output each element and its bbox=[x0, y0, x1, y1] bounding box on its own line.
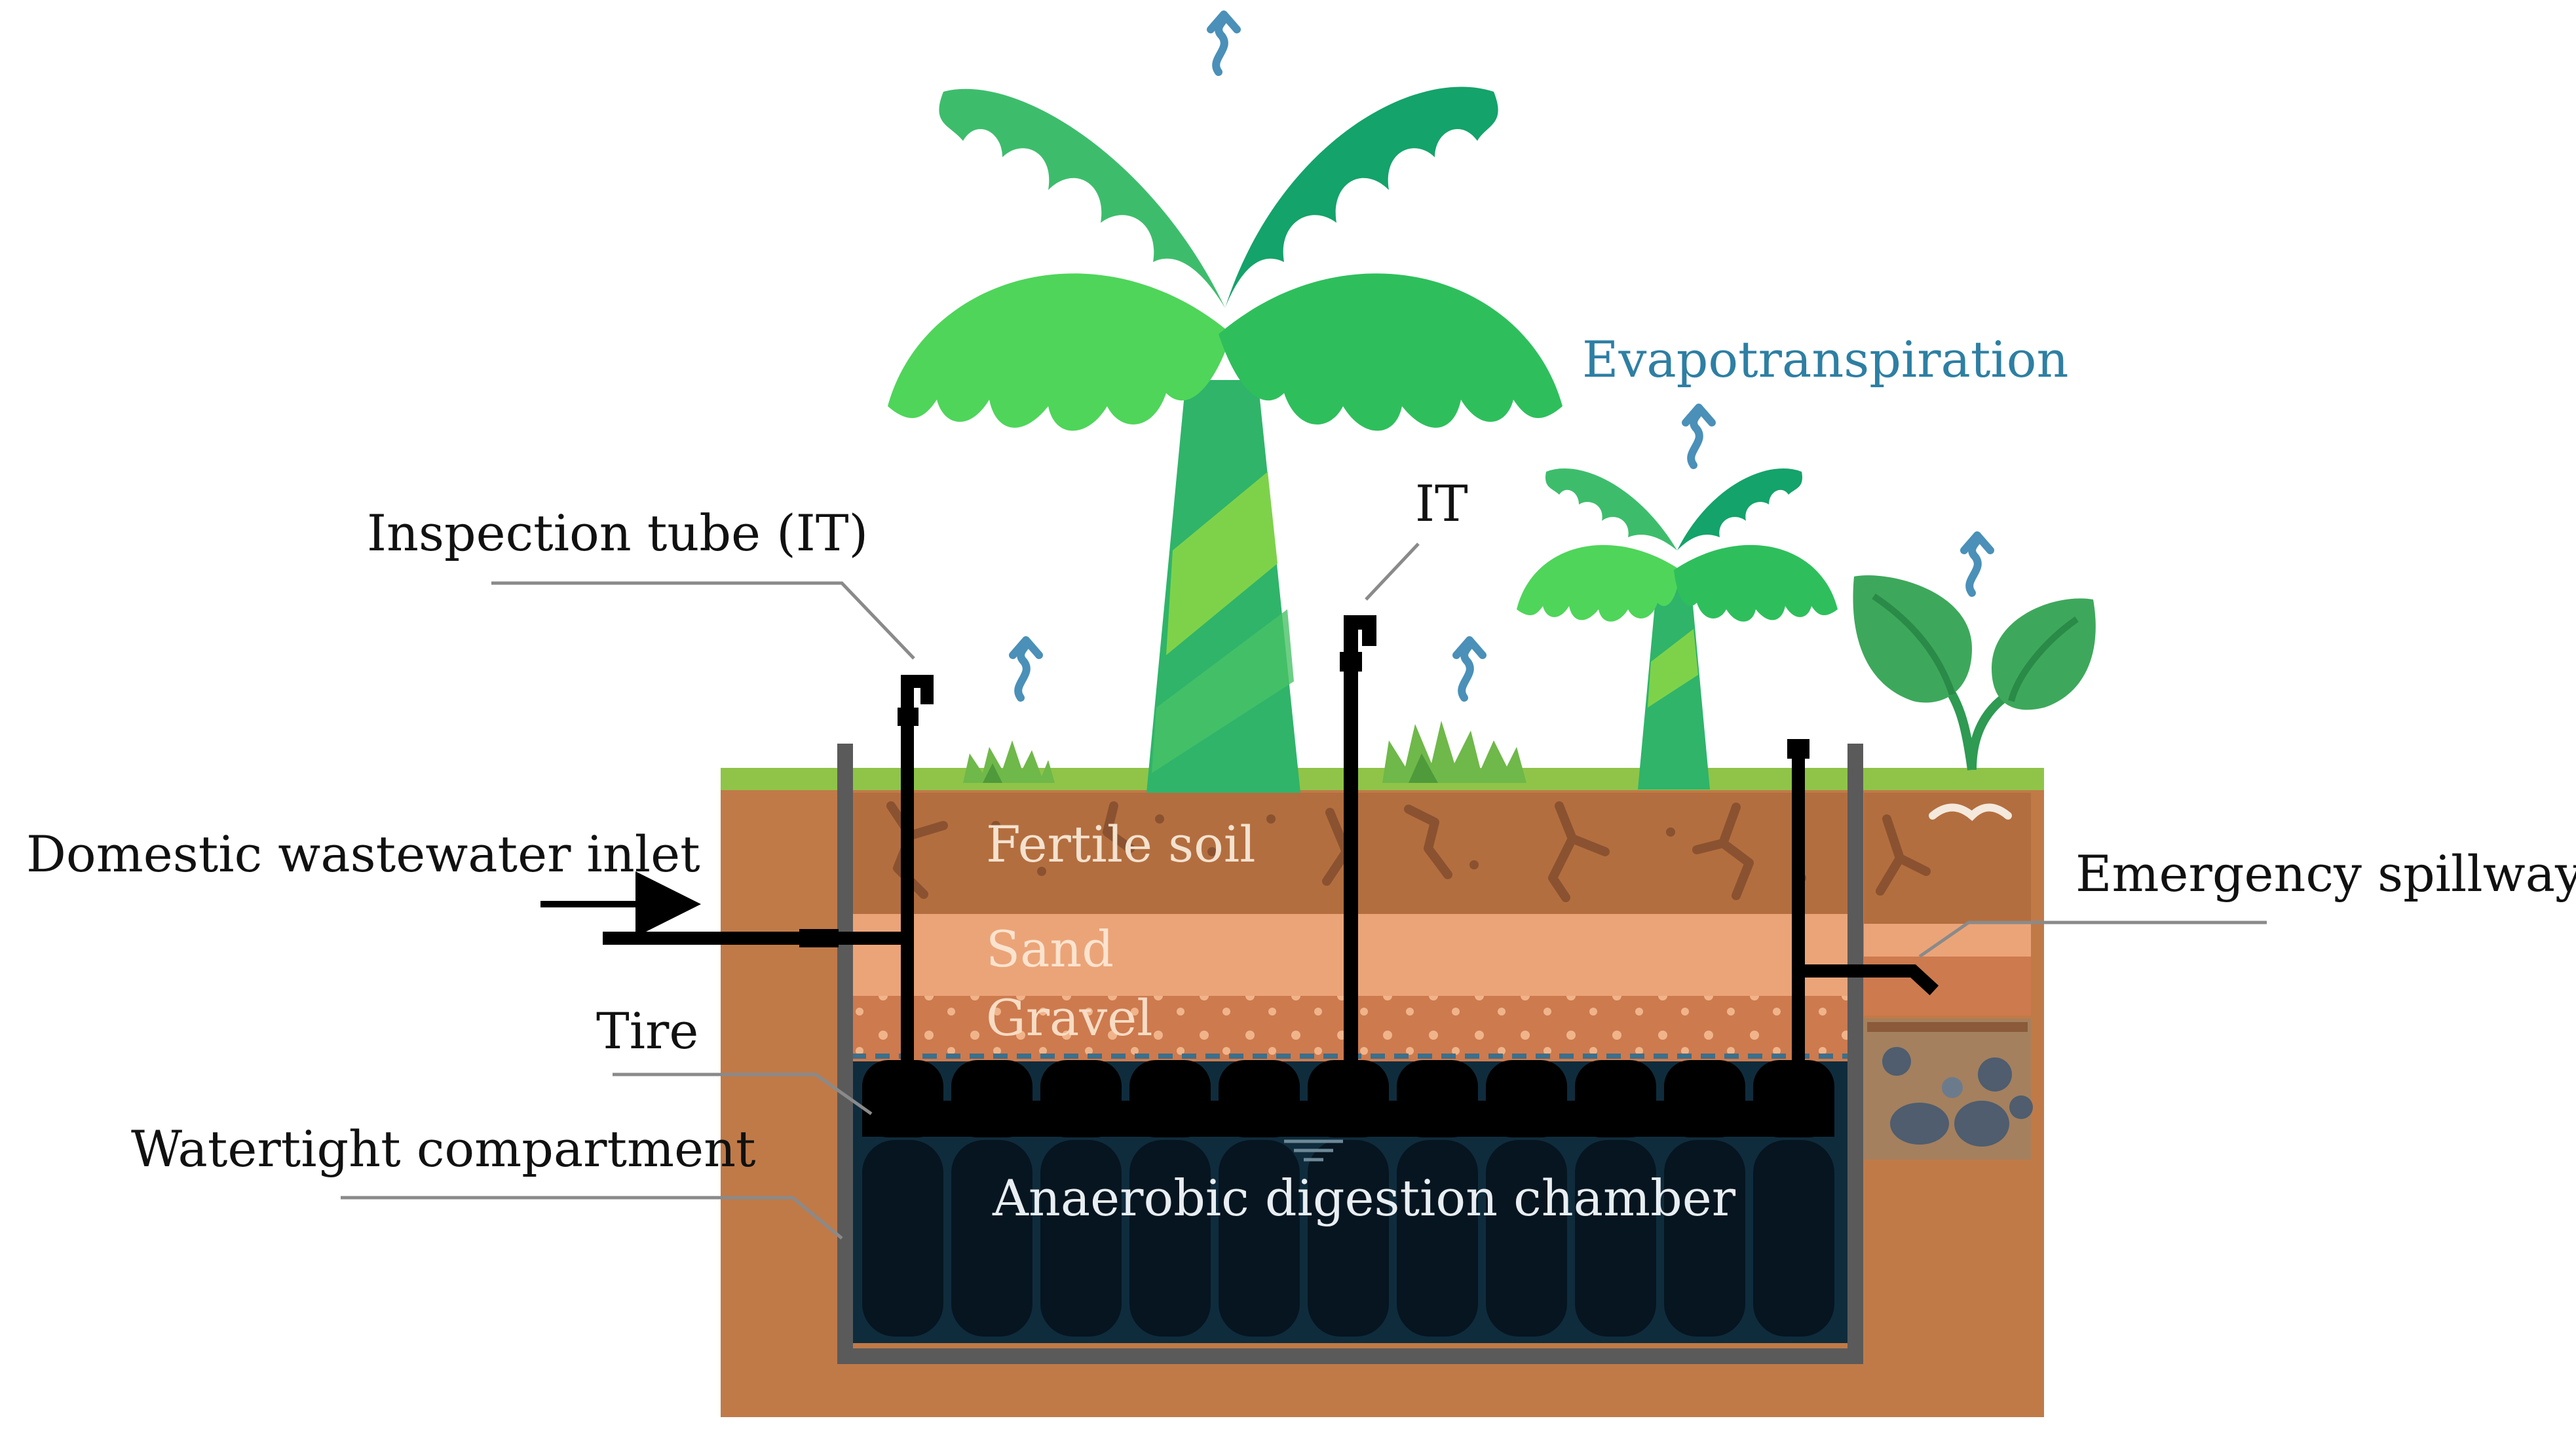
palm-frond bbox=[939, 88, 1225, 308]
label-inspection-tube: Inspection tube (IT) bbox=[367, 504, 868, 562]
palm-trunk-stripe bbox=[1152, 609, 1294, 773]
leader-line-it bbox=[1365, 542, 1420, 601]
palm-tree-small bbox=[1517, 468, 1838, 789]
label-evapotranspiration: Evapotranspiration bbox=[1582, 330, 2068, 389]
leader-line-tire bbox=[613, 1073, 873, 1116]
tank-layers bbox=[852, 793, 1931, 1343]
wavy-up-arrow-icon bbox=[1682, 404, 1716, 469]
inspection-tube-middle-joint bbox=[1340, 652, 1362, 672]
palm-trunk-stripe bbox=[1166, 472, 1278, 655]
inspection-tube-left bbox=[901, 675, 934, 1061]
grass-tuft bbox=[1382, 721, 1526, 783]
wavy-up-arrow-icon bbox=[1960, 531, 1994, 597]
leader-lines bbox=[341, 542, 2267, 1240]
palm-frond bbox=[888, 273, 1232, 431]
seedling-leaf bbox=[1992, 598, 2096, 710]
palm-tree-large bbox=[888, 86, 1563, 793]
wavy-up-arrow-icon bbox=[1207, 10, 1241, 76]
label-domestic-inlet: Domestic wastewater inlet bbox=[26, 825, 700, 883]
label-watertight: Watertight compartment bbox=[131, 1120, 756, 1178]
label-it: IT bbox=[1415, 474, 1468, 533]
leader-line-spillway bbox=[1918, 921, 2267, 959]
grass-strip bbox=[721, 768, 2044, 790]
inspection-tube-middle bbox=[1344, 615, 1376, 1069]
palm-frond bbox=[1545, 468, 1677, 550]
tire-stack-lower bbox=[862, 1140, 1834, 1337]
water-level-symbol bbox=[1284, 1139, 1343, 1162]
leader-line-watertight bbox=[341, 1196, 843, 1240]
palm-trunk-stripe bbox=[1648, 629, 1698, 708]
palm-frond bbox=[1219, 273, 1563, 431]
spillway-column-sand bbox=[1864, 924, 2031, 957]
leader-line-inspection-tube bbox=[491, 581, 915, 660]
palm-frond bbox=[1517, 544, 1680, 622]
inlet-pipe-joint bbox=[799, 929, 839, 947]
seedling bbox=[1853, 575, 2096, 770]
palm-frond bbox=[1677, 468, 1802, 550]
watertight-compartment-wall bbox=[837, 744, 1863, 1364]
wavy-up-arrow-icon bbox=[1009, 636, 1043, 702]
palm-frond bbox=[1674, 544, 1838, 622]
worm-icon bbox=[1929, 803, 2012, 822]
palm-frond bbox=[1225, 86, 1498, 308]
spillway-outlet-pipe bbox=[1792, 964, 1939, 996]
label-tire: Tire bbox=[596, 1002, 698, 1060]
pipes bbox=[603, 615, 1939, 1069]
label-emergency-spillway: Emergency spillway bbox=[2075, 845, 2576, 903]
vapor-icons bbox=[1009, 10, 1994, 702]
layer-label-sand: Sand bbox=[986, 920, 1114, 978]
tire-stack-band bbox=[862, 1101, 1834, 1137]
wavy-up-arrow-icon bbox=[1452, 636, 1487, 702]
spillway-stones bbox=[1882, 1047, 2033, 1147]
spillway-column-hatch bbox=[1867, 1022, 2028, 1032]
inspection-tube-left-joint bbox=[898, 708, 919, 726]
layer-label-gravel: Gravel bbox=[986, 989, 1153, 1047]
layer-label-fertile-soil: Fertile soil bbox=[986, 815, 1256, 873]
grass-tuft bbox=[963, 740, 1055, 783]
label-anaerobic-chamber: Anaerobic digestion chamber bbox=[992, 1169, 1736, 1227]
spillway-riser-cap bbox=[1787, 739, 1809, 759]
seedling-leaf bbox=[1853, 575, 1972, 703]
